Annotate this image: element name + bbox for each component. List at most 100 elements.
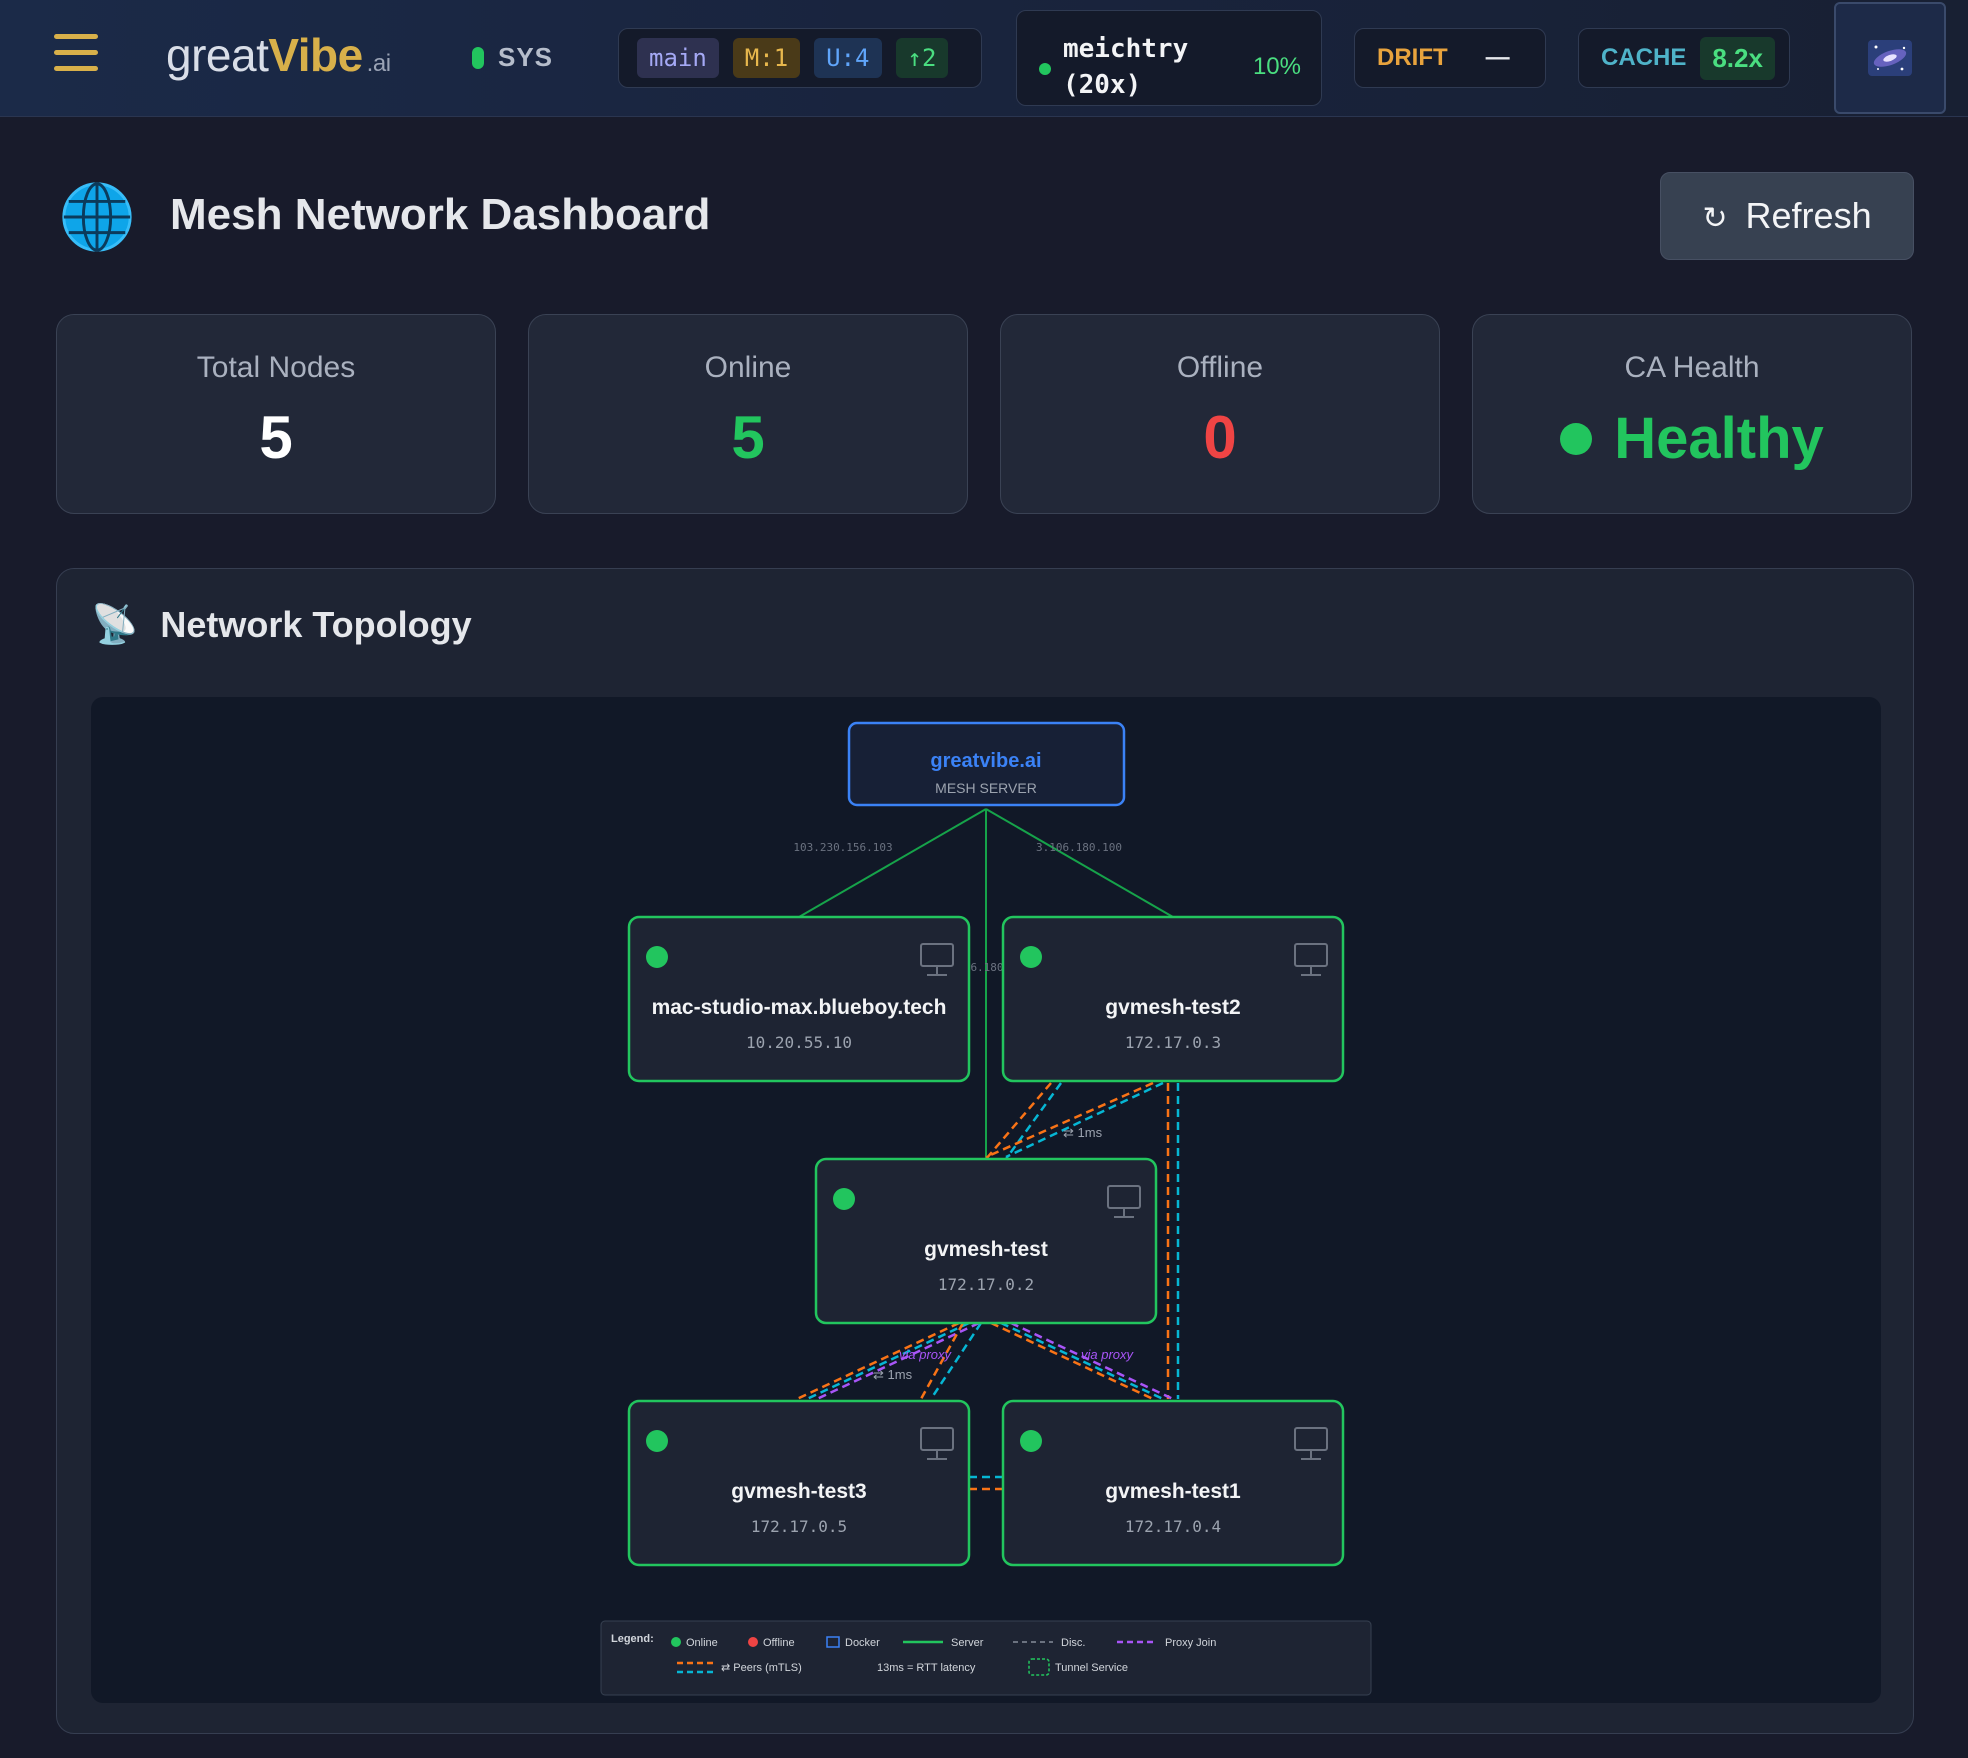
- cache-value: 8.2x: [1700, 36, 1775, 80]
- legend-rtt: 13ms = RTT latency: [877, 1662, 976, 1674]
- system-status[interactable]: SYS: [472, 42, 553, 73]
- drift-indicator[interactable]: DRIFT —: [1354, 28, 1546, 88]
- stat-label: Total Nodes: [196, 351, 356, 384]
- page-header: Mesh Network Dashboard ↻ Refresh: [56, 170, 1914, 270]
- legend-offline: Offline: [763, 1637, 795, 1649]
- health-dot-icon: [1560, 422, 1593, 455]
- monitor-icon: [1294, 943, 1328, 976]
- peer-link-test-test1-b: [1000, 1321, 1164, 1401]
- refresh-icon: ↻: [1702, 201, 1728, 235]
- monitor-icon: [1107, 1185, 1141, 1218]
- node-gvmesh-test1[interactable]: gvmesh-test1 172.17.0.4: [1001, 1399, 1345, 1567]
- peer-link-test2-test-b: [1004, 1082, 1063, 1160]
- cache-indicator[interactable]: CACHE 8.2x: [1578, 28, 1790, 88]
- peer-link-test2-test-c: [985, 1081, 1154, 1159]
- node-name: gvmesh-test3: [731, 1480, 866, 1503]
- legend-peers: ⇄ Peers (mTLS): [721, 1662, 802, 1674]
- user-usage-percent: 10%: [1252, 53, 1301, 80]
- ca-health-status: Healthy: [1473, 405, 1911, 472]
- git-status[interactable]: main M:1 U:4 ↑2: [618, 28, 982, 88]
- logo-ai: .ai: [366, 50, 391, 77]
- git-modified-badge: M:1: [732, 38, 801, 78]
- node-online-dot-icon: [1020, 946, 1042, 968]
- proxy-link-test-test3: [816, 1321, 980, 1401]
- system-status-dot-icon: [472, 46, 484, 69]
- topology-title: Network Topology: [160, 604, 472, 645]
- topology-graph: 103.230.156.103 3.106.180.100 6.180 ⇄ 1m…: [600, 721, 1372, 1696]
- stat-card-online: Online 5: [528, 314, 968, 514]
- topology-header: 📡 Network Topology: [91, 603, 472, 647]
- drift-value: —: [1485, 44, 1510, 71]
- node-name: gvmesh-test2: [1105, 996, 1240, 1019]
- peer-link-test-test1-a: [990, 1321, 1154, 1401]
- legend-online-dot-icon: [671, 1637, 681, 1647]
- peer-link-test-test3-a: [796, 1321, 960, 1401]
- refresh-button[interactable]: ↻ Refresh: [1660, 172, 1914, 260]
- top-bar: greatVibe.ai SYS main M:1 U:4 ↑2 meichtr…: [0, 0, 1968, 117]
- hamburger-menu-icon[interactable]: [54, 34, 98, 76]
- monitor-icon: [920, 1427, 954, 1460]
- drift-label: DRIFT: [1377, 44, 1448, 71]
- user-name: meichtry (20x): [1063, 34, 1189, 100]
- legend-title: Legend:: [611, 1633, 654, 1645]
- legend-online: Online: [686, 1637, 718, 1649]
- legend-docker: Docker: [845, 1637, 880, 1649]
- stat-card-offline: Offline 0: [1000, 314, 1440, 514]
- user-avatar[interactable]: [1834, 2, 1946, 114]
- stat-label: CA Health: [1624, 351, 1760, 384]
- proxy-label-test3: via proxy: [899, 1347, 953, 1362]
- peer-link-test-test3-d: [929, 1322, 983, 1400]
- stat-label: Offline: [1176, 351, 1264, 384]
- legend-tunnel-icon: [1028, 1658, 1050, 1676]
- galaxy-icon: [1868, 40, 1912, 76]
- node-ip: 172.17.0.2: [938, 1275, 1034, 1294]
- node-ip: 172.17.0.5: [751, 1517, 847, 1536]
- latency-label-test-test3: ⇄ 1ms: [873, 1367, 913, 1382]
- legend-docker-icon: [826, 1636, 840, 1648]
- user-status-dot-icon: [1039, 63, 1051, 75]
- server-link-label-3: 6.180: [970, 961, 1003, 974]
- topology-canvas[interactable]: 103.230.156.103 3.106.180.100 6.180 ⇄ 1m…: [91, 697, 1881, 1703]
- node-online-dot-icon: [833, 1188, 855, 1210]
- legend-disc: Disc.: [1061, 1637, 1085, 1649]
- logo-vibe: Vibe: [268, 29, 363, 81]
- proxy-link-test-test1: [1010, 1321, 1174, 1401]
- server-link-mac: [798, 808, 987, 918]
- node-name: gvmesh-test: [924, 1238, 1048, 1261]
- refresh-label: Refresh: [1745, 195, 1872, 236]
- legend-tunnel: Tunnel Service: [1055, 1662, 1128, 1674]
- node-ip: 172.17.0.4: [1125, 1517, 1221, 1536]
- latency-label-test2-test: ⇄ 1ms: [1063, 1125, 1103, 1140]
- node-name: mac-studio-max.blueboy.tech: [652, 996, 947, 1019]
- node-name: gvmesh-test1: [1105, 1480, 1241, 1503]
- mesh-server-node[interactable]: greatvibe.ai MESH SERVER: [847, 721, 1126, 807]
- monitor-icon: [1294, 1427, 1328, 1460]
- app-logo[interactable]: greatVibe.ai: [166, 28, 391, 82]
- node-gvmesh-test2[interactable]: gvmesh-test2 172.17.0.3: [1001, 915, 1345, 1083]
- git-branch-badge: main: [637, 38, 719, 78]
- page-title: Mesh Network Dashboard: [170, 190, 711, 239]
- user-usage[interactable]: meichtry (20x) 10%: [1016, 10, 1322, 106]
- stat-value: 5: [259, 404, 293, 471]
- legend-server: Server: [951, 1637, 984, 1649]
- stat-label: Online: [704, 351, 792, 384]
- peer-link-test-test3-c: [919, 1322, 965, 1400]
- node-ip: 172.17.0.3: [1125, 1033, 1221, 1052]
- stat-card-ca-health: CA Health Healthy: [1472, 314, 1912, 514]
- peer-link-test-test3-b: [806, 1321, 970, 1401]
- logo-great: great: [166, 29, 269, 81]
- topology-legend: Legend: Online Offline Docker Server Dis…: [600, 1620, 1372, 1696]
- cache-label: CACHE: [1601, 44, 1687, 71]
- node-gvmesh-test3[interactable]: gvmesh-test3 172.17.0.5: [627, 1399, 971, 1567]
- node-mac-studio[interactable]: mac-studio-max.blueboy.tech 10.20.55.10: [627, 915, 971, 1083]
- node-gvmesh-test[interactable]: gvmesh-test 172.17.0.2: [814, 1157, 1158, 1325]
- legend-offline-dot-icon: [748, 1637, 758, 1647]
- git-ahead-badge: ↑2: [895, 38, 949, 78]
- node-online-dot-icon: [646, 946, 668, 968]
- globe-icon: [62, 182, 132, 252]
- stat-card-total-nodes: Total Nodes 5: [56, 314, 496, 514]
- ca-health-value: Healthy: [1614, 406, 1824, 471]
- legend-proxy: Proxy Join: [1165, 1637, 1216, 1649]
- system-status-label: SYS: [498, 42, 554, 72]
- monitor-icon: [920, 943, 954, 976]
